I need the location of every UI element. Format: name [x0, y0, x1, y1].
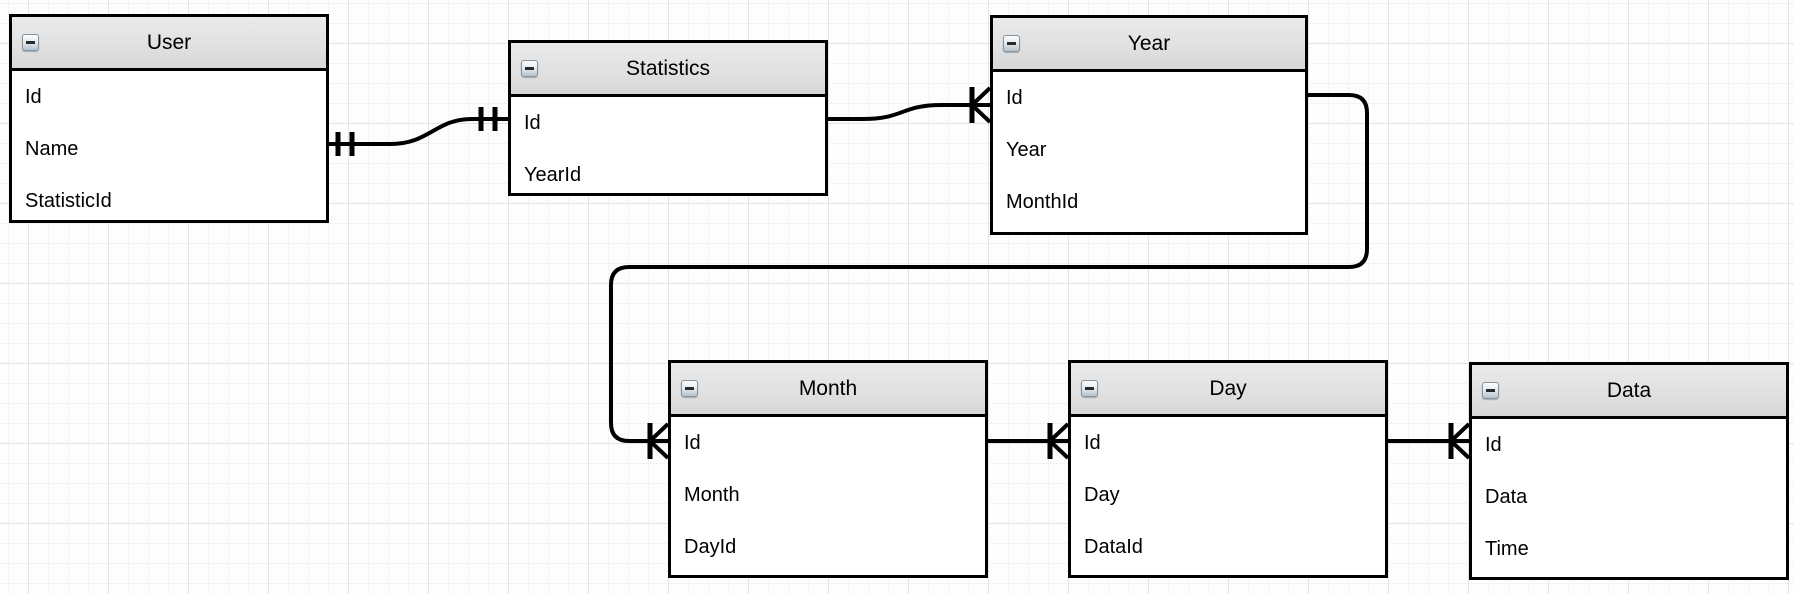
field-row[interactable]: Id	[1084, 431, 1101, 454]
entity-fields: Id Name StatisticId	[12, 71, 326, 227]
connector-line[interactable]	[609, 93, 1369, 443]
entity-statistics[interactable]: Statistics Id YearId	[508, 40, 828, 196]
entity-title: Month	[798, 377, 858, 400]
crow-foot-many-marker	[647, 422, 670, 460]
entity-header[interactable]: Statistics	[511, 43, 825, 97]
crow-foot-many-marker	[969, 86, 992, 124]
collapse-button[interactable]	[22, 34, 39, 51]
minus-icon	[1486, 389, 1495, 392]
field-row[interactable]: YearId	[524, 163, 582, 186]
entity-fields: Id Month DayId	[671, 417, 985, 573]
field-row[interactable]: Id	[1006, 86, 1023, 109]
field-row[interactable]: Year	[1006, 138, 1047, 161]
entity-user[interactable]: User Id Name StatisticId	[9, 14, 329, 223]
field-row[interactable]: StatisticId	[25, 189, 112, 212]
entity-header[interactable]: Data	[1472, 365, 1786, 419]
entity-fields: Id YearId	[511, 97, 825, 201]
field-row[interactable]: MonthId	[1006, 190, 1079, 213]
entity-data[interactable]: Data Id Data Time	[1469, 362, 1789, 580]
collapse-button[interactable]	[681, 380, 698, 397]
entity-fields: Id Day DataId	[1071, 417, 1385, 573]
minus-icon	[685, 387, 694, 390]
entity-fields: Id Data Time	[1472, 419, 1786, 575]
entity-header[interactable]: Day	[1071, 363, 1385, 417]
entity-title: Year	[1127, 32, 1171, 55]
entity-fields: Id Year MonthId	[993, 72, 1305, 228]
connection-statistics-year[interactable]	[828, 86, 992, 124]
entity-title: Day	[1209, 377, 1247, 400]
minus-icon	[525, 67, 534, 70]
entity-month[interactable]: Month Id Month DayId	[668, 360, 988, 578]
entity-header[interactable]: Year	[993, 18, 1305, 72]
crow-foot-many-marker	[1448, 422, 1471, 460]
connector-line[interactable]	[828, 103, 972, 121]
crow-foot-many-marker	[1047, 422, 1070, 460]
field-row[interactable]: Id	[25, 85, 42, 108]
field-row[interactable]: Id	[1485, 433, 1502, 456]
connection-month-day[interactable]	[988, 422, 1070, 460]
collapse-button[interactable]	[521, 60, 538, 77]
connection-user-statistics[interactable]	[329, 107, 508, 156]
field-row[interactable]: DataId	[1084, 535, 1143, 558]
connector-line[interactable]	[329, 117, 508, 146]
collapse-button[interactable]	[1003, 35, 1020, 52]
entity-title: Data	[1606, 379, 1652, 402]
connection-year-month[interactable]	[609, 93, 1369, 460]
collapse-button[interactable]	[1482, 382, 1499, 399]
entity-title: User	[146, 31, 192, 54]
field-row[interactable]: DayId	[684, 535, 737, 558]
minus-icon	[26, 41, 35, 44]
field-row[interactable]: Id	[684, 431, 701, 454]
field-row[interactable]: Day	[1084, 483, 1120, 506]
field-row[interactable]: Data	[1485, 485, 1528, 508]
entity-year[interactable]: Year Id Year MonthId	[990, 15, 1308, 235]
entity-day[interactable]: Day Id Day DataId	[1068, 360, 1388, 578]
collapse-button[interactable]	[1081, 380, 1098, 397]
field-row[interactable]: Id	[524, 111, 541, 134]
minus-icon	[1007, 42, 1016, 45]
connection-day-data[interactable]	[1388, 422, 1471, 460]
entity-header[interactable]: User	[12, 17, 326, 71]
entity-header[interactable]: Month	[671, 363, 985, 417]
field-row[interactable]: Time	[1485, 537, 1529, 560]
field-row[interactable]: Name	[25, 137, 79, 160]
field-row[interactable]: Month	[684, 483, 740, 506]
minus-icon	[1085, 387, 1094, 390]
entity-title: Statistics	[625, 57, 711, 80]
